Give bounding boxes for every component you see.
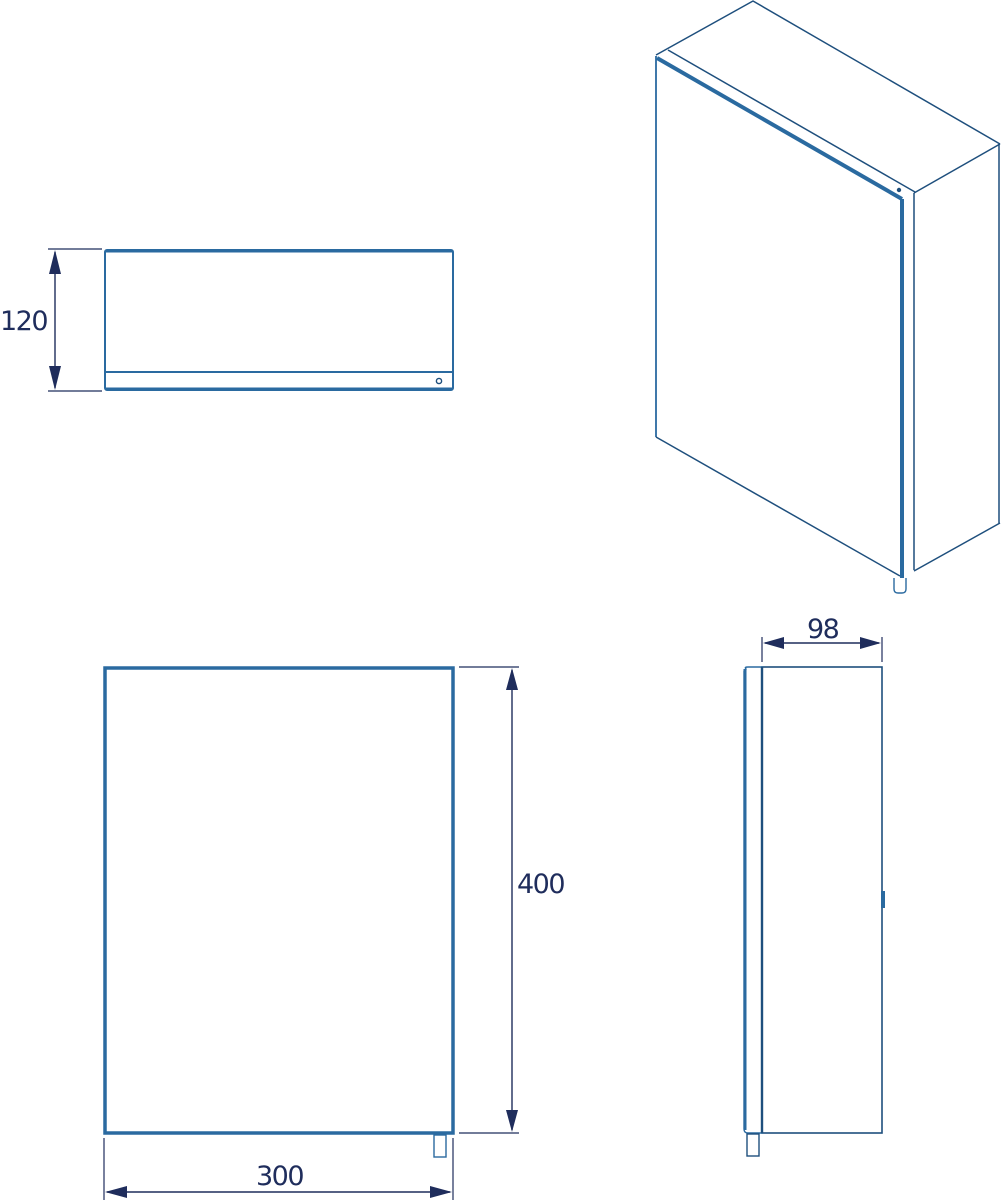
hinge-pin (746, 1133, 760, 1157)
side-depth-dimension-line (763, 637, 881, 649)
knob-icon (896, 187, 902, 193)
front-height-dimension-line (506, 668, 518, 1132)
hinge-pin (893, 578, 907, 594)
top-depth-label: 120 (0, 306, 49, 337)
side-view (743, 637, 885, 1157)
top-view (48, 248, 454, 392)
front-width-dimension-line (105, 1186, 452, 1198)
front-view (103, 666, 519, 1200)
knob-icon (435, 377, 443, 385)
front-height-label: 400 (517, 869, 566, 900)
hinge-pin (433, 1134, 447, 1158)
top-depth-dimension-line (49, 250, 61, 390)
isometric-view (655, 0, 1001, 594)
side-depth-label: 98 (807, 614, 840, 645)
front-width-label: 300 (256, 1161, 305, 1192)
wall-bracket-icon (881, 891, 885, 908)
